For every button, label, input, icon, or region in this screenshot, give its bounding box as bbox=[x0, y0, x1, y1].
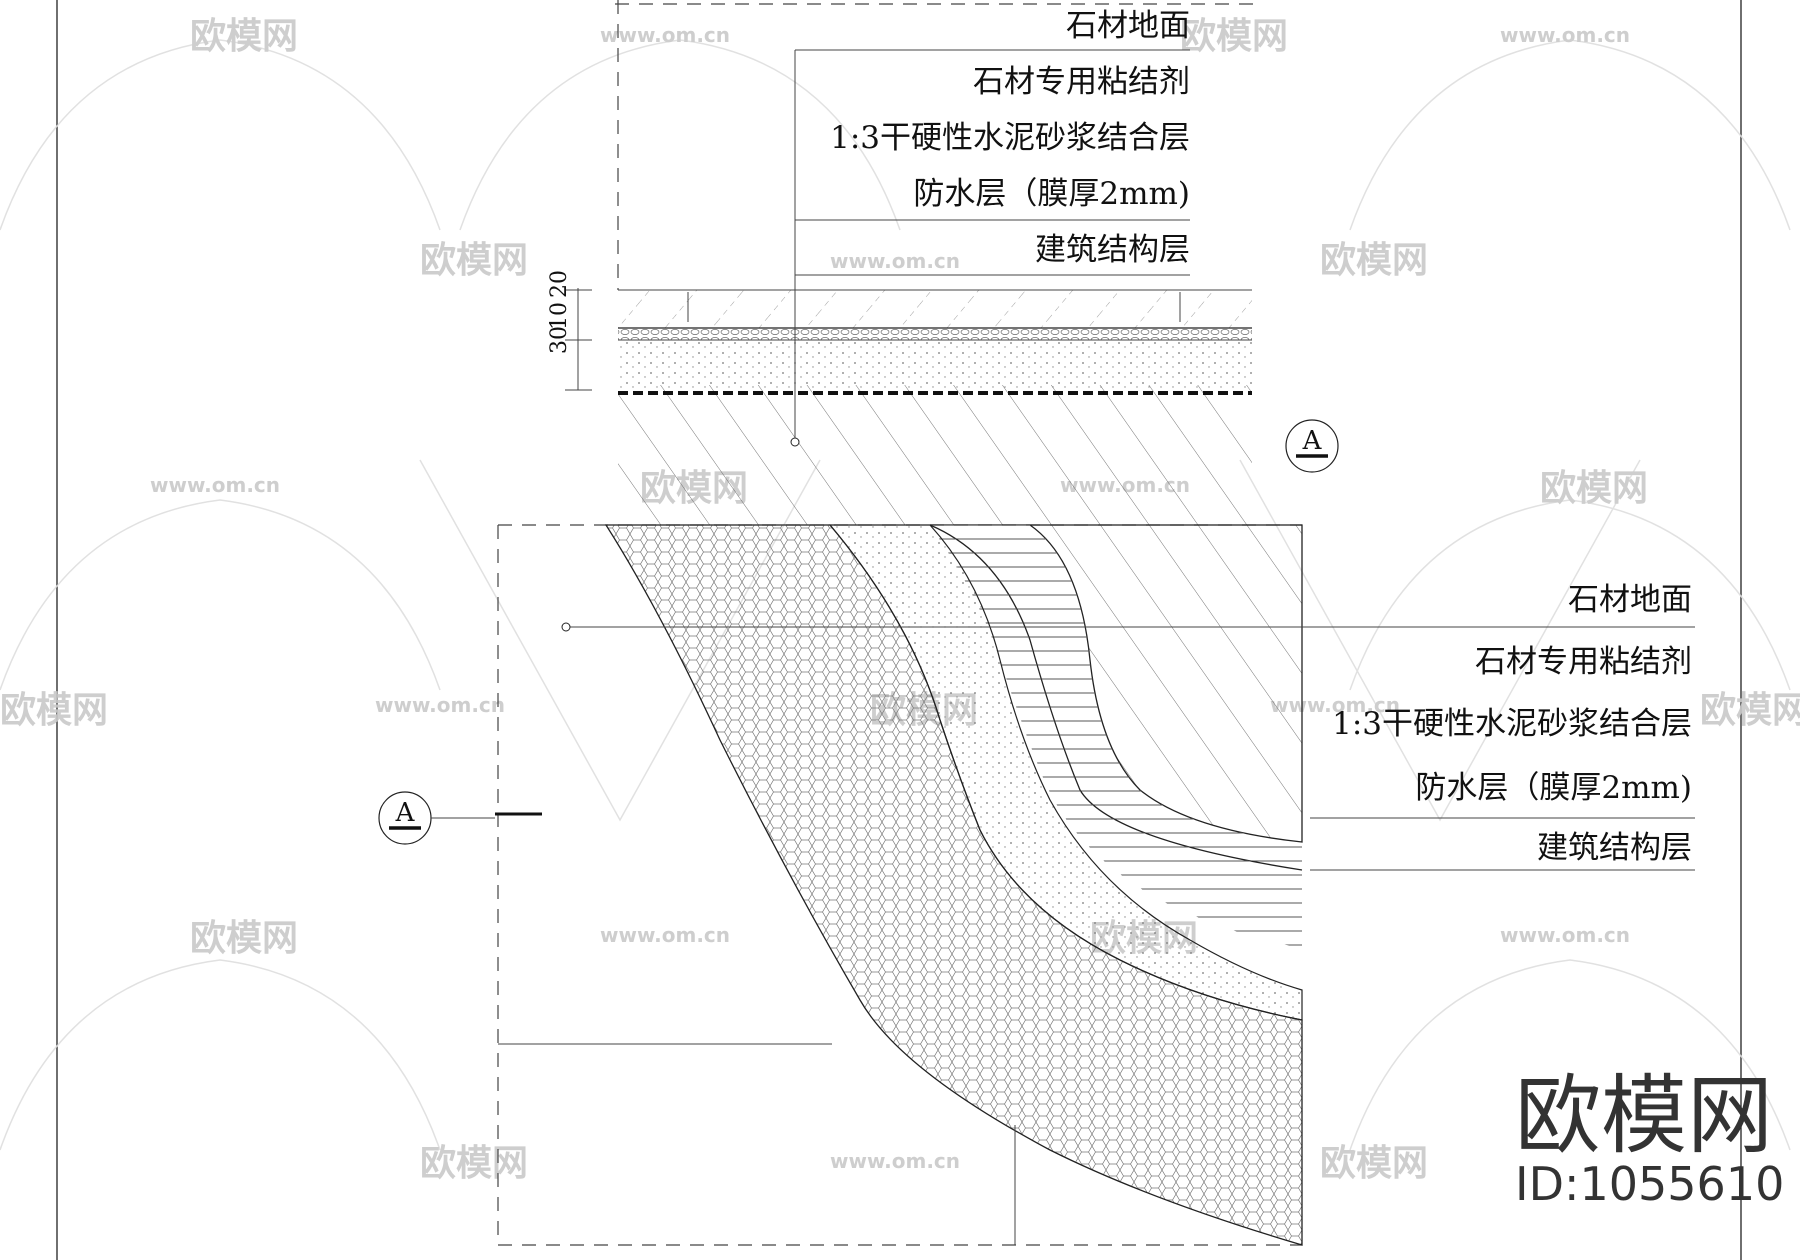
layer-label-stone-adhesive: 石材专用粘结剂 bbox=[1475, 644, 1692, 680]
section-mark-left: A bbox=[378, 791, 542, 845]
layer-label-structure: 建筑结构层 bbox=[1035, 232, 1190, 268]
brand-stamp-name: 欧模网 bbox=[1515, 1066, 1773, 1166]
section-mark-top: A bbox=[1285, 419, 1339, 473]
dimension-line bbox=[565, 288, 592, 391]
layer-label-stone-floor: 石材地面 bbox=[1568, 582, 1692, 618]
region-waterproof bbox=[930, 525, 1302, 870]
layer-label-stone-floor: 石材地面 bbox=[1066, 8, 1190, 44]
watermark-brand: 欧模网 bbox=[1320, 1143, 1428, 1184]
watermark-brand: 欧模网 bbox=[1540, 468, 1648, 509]
top-section: 20 30 10 石材地面 石材专用粘结剂 1:3干硬性水泥砂浆结合层 防水层（… bbox=[547, 0, 1339, 525]
layer-label-structure: 建筑结构层 bbox=[1537, 830, 1692, 866]
watermark-brand: 欧模网 bbox=[420, 240, 528, 281]
watermark-url: www.om.cn bbox=[150, 473, 280, 497]
watermark-url: www.om.cn bbox=[830, 1149, 960, 1173]
watermark-brand: 欧模网 bbox=[1320, 240, 1428, 281]
watermark-brand: 欧模网 bbox=[1700, 690, 1800, 731]
watermark-brand: 欧模网 bbox=[190, 16, 298, 57]
layer-label-mortar-bed: 1:3干硬性水泥砂浆结合层 bbox=[830, 120, 1190, 156]
layer-label-mortar-bed: 1:3干硬性水泥砂浆结合层 bbox=[1332, 706, 1692, 742]
watermark-brand: 欧模网 bbox=[1180, 16, 1288, 57]
watermark-brand: 欧模网 bbox=[0, 690, 108, 731]
watermark-url: www.om.cn bbox=[1500, 23, 1630, 47]
watermark-url: www.om.cn bbox=[600, 923, 730, 947]
top-leader bbox=[790, 49, 1190, 447]
section-mark-label: A bbox=[1302, 426, 1323, 456]
watermark-url: www.om.cn bbox=[600, 23, 730, 47]
watermark-brand: 欧模网 bbox=[420, 1143, 528, 1184]
bottom-section: 石材地面 石材专用粘结剂 1:3干硬性水泥砂浆结合层 防水层（膜厚2mm) 建筑… bbox=[378, 524, 1695, 1246]
watermark-brand: 欧模网 bbox=[190, 918, 298, 959]
brand-stamp-id: ID:1055610 bbox=[1515, 1157, 1784, 1211]
drawing-frame bbox=[56, 0, 1742, 1260]
dimension-value: 10 bbox=[547, 302, 572, 330]
layer-adhesive bbox=[618, 328, 1252, 340]
section-mark-label: A bbox=[395, 798, 416, 828]
brand-stamp: 欧模网 ID:1055610 bbox=[1515, 1066, 1784, 1211]
dimension-value: 20 bbox=[547, 270, 572, 298]
layer-label-waterproof: 防水层（膜厚2mm) bbox=[913, 176, 1190, 212]
layer-stone-floor bbox=[618, 290, 1252, 328]
layer-label-stone-adhesive: 石材专用粘结剂 bbox=[973, 64, 1190, 100]
layer-label-waterproof: 防水层（膜厚2mm) bbox=[1415, 770, 1692, 806]
watermark-url: www.om.cn bbox=[830, 249, 960, 273]
watermark-url: www.om.cn bbox=[375, 693, 505, 717]
layer-mortar-bed bbox=[618, 340, 1252, 392]
dimension-value: 30 bbox=[547, 326, 572, 354]
layer-structure bbox=[618, 385, 1252, 525]
watermark-url: www.om.cn bbox=[1500, 923, 1630, 947]
region-stone bbox=[604, 524, 1303, 1246]
watermark-layer: 欧模网 欧模网 欧模网 欧模网 欧模网 欧模网 欧模网 欧模网 欧模网 欧模网 … bbox=[0, 16, 1800, 1184]
